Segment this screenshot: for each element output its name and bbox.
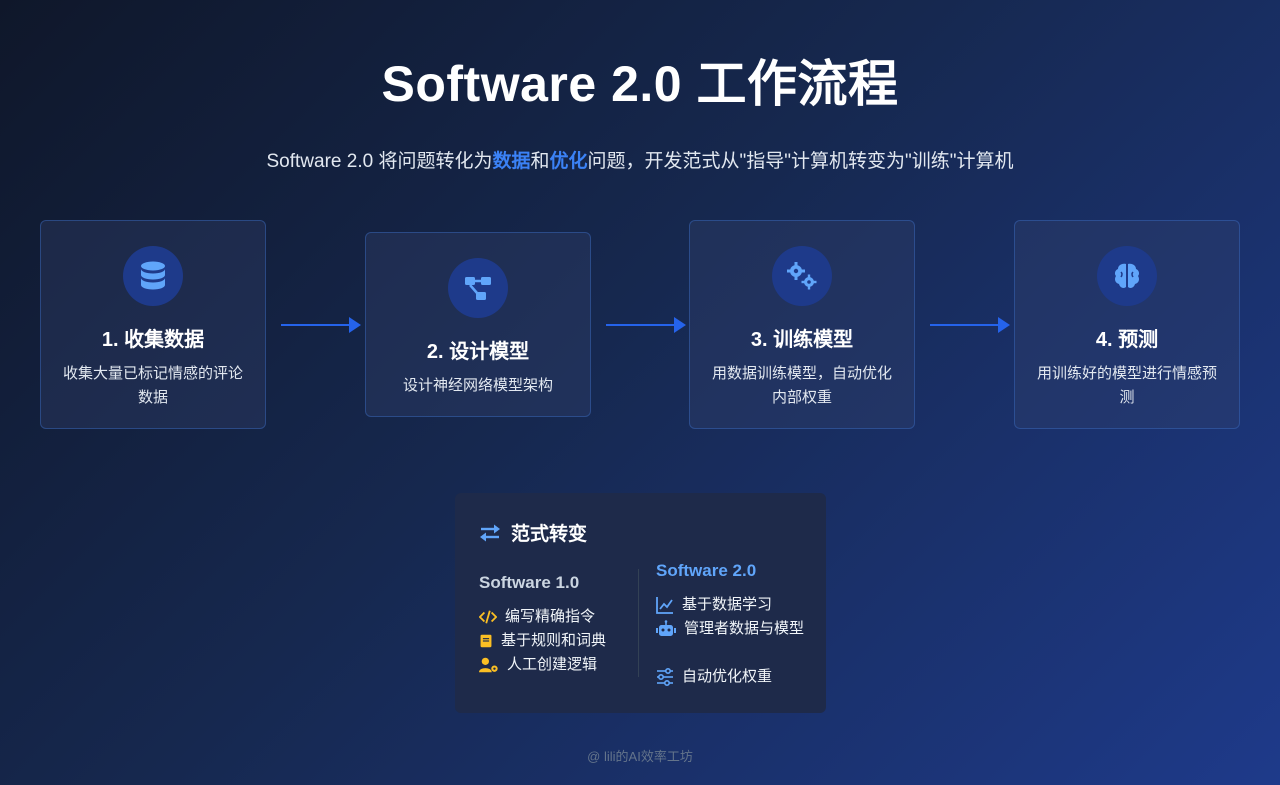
subtitle-highlight-data: 数据 — [492, 151, 531, 172]
step-title: 3. 训练模型 — [750, 329, 854, 351]
sw1-item-label: 基于规则和词典 — [501, 632, 607, 649]
sitemap-icon — [448, 258, 508, 318]
subtitle-suffix: 问题，开发范式从"指导"计算机转变为"训练"计算机 — [587, 151, 1014, 172]
sw1-item-rules-dictionary: 基于规则和词典 — [479, 630, 606, 652]
page-title: Software 2.0 工作流程 — [381, 56, 899, 112]
step-card-predict: 4. 预测 用训练好的模型进行情感预测 — [1014, 220, 1240, 429]
step-card-design-model: 2. 设计模型 设计神经网络模型架构 — [365, 232, 591, 417]
column-divider — [638, 569, 639, 677]
sw1-item-precise-instructions: 编写精确指令 — [479, 606, 595, 628]
database-icon — [123, 246, 183, 306]
subtitle-prefix: Software 2.0 将问题转化为 — [266, 151, 493, 172]
code-icon — [479, 610, 497, 624]
step-description: 用数据训练模型，自动优化内部权重 — [711, 365, 892, 406]
subtitle-highlight-optimize: 优化 — [549, 151, 588, 172]
sw1-item-manual-logic: 人工创建逻辑 — [479, 654, 597, 676]
step-description: 设计神经网络模型架构 — [402, 377, 553, 394]
sw2-item-label: 基于数据学习 — [682, 596, 773, 613]
software-2-title: Software 2.0 — [656, 561, 757, 580]
panel-title: 范式转变 — [511, 524, 588, 545]
robot-icon — [656, 620, 676, 636]
sw2-item-label: 自动优化权重 — [682, 668, 773, 685]
footer-credit: @ lili的AI效率工坊 — [587, 749, 693, 764]
panel-header: 范式转变 — [479, 519, 587, 546]
sw2-item-auto-optimize: 自动优化权重 — [656, 666, 772, 688]
brain-icon — [1097, 246, 1157, 306]
gears-icon — [772, 246, 832, 306]
sw2-item-manage-data-model: 管理者数据与模型 — [656, 618, 806, 640]
arrow-right-icon — [930, 317, 1010, 333]
subtitle-mid: 和 — [530, 151, 550, 172]
software-1-title: Software 1.0 — [479, 573, 580, 592]
page-subtitle: Software 2.0 将问题转化为数据和优化问题，开发范式从"指导"计算机转… — [0, 146, 1280, 173]
sw2-item-data-learning: 基于数据学习 — [656, 594, 772, 616]
step-description: 收集大量已标记情感的评论数据 — [62, 365, 243, 406]
step-title: 4. 预测 — [1095, 329, 1159, 351]
step-description: 用训练好的模型进行情感预测 — [1036, 365, 1217, 406]
sw2-item-label: 管理者数据与模型 — [684, 620, 805, 637]
step-card-train-model: 3. 训练模型 用数据训练模型，自动优化内部权重 — [689, 220, 915, 429]
step-card-collect-data: 1. 收集数据 收集大量已标记情感的评论数据 — [40, 220, 266, 429]
step-title: 1. 收集数据 — [101, 329, 205, 351]
user-gear-icon — [479, 657, 498, 673]
line-chart-icon — [656, 597, 673, 614]
sw1-item-label: 编写精确指令 — [505, 608, 596, 625]
arrow-right-icon — [281, 317, 361, 333]
arrow-right-icon — [606, 317, 686, 333]
sw1-item-label: 人工创建逻辑 — [507, 656, 598, 673]
exchange-icon — [480, 524, 500, 541]
paradigm-shift-panel: 范式转变 Software 1.0 编写精确指令 基于规则和词典 人工创建逻辑 … — [455, 493, 826, 713]
book-icon — [480, 634, 492, 648]
sliders-icon — [657, 668, 673, 686]
step-title: 2. 设计模型 — [426, 341, 530, 363]
